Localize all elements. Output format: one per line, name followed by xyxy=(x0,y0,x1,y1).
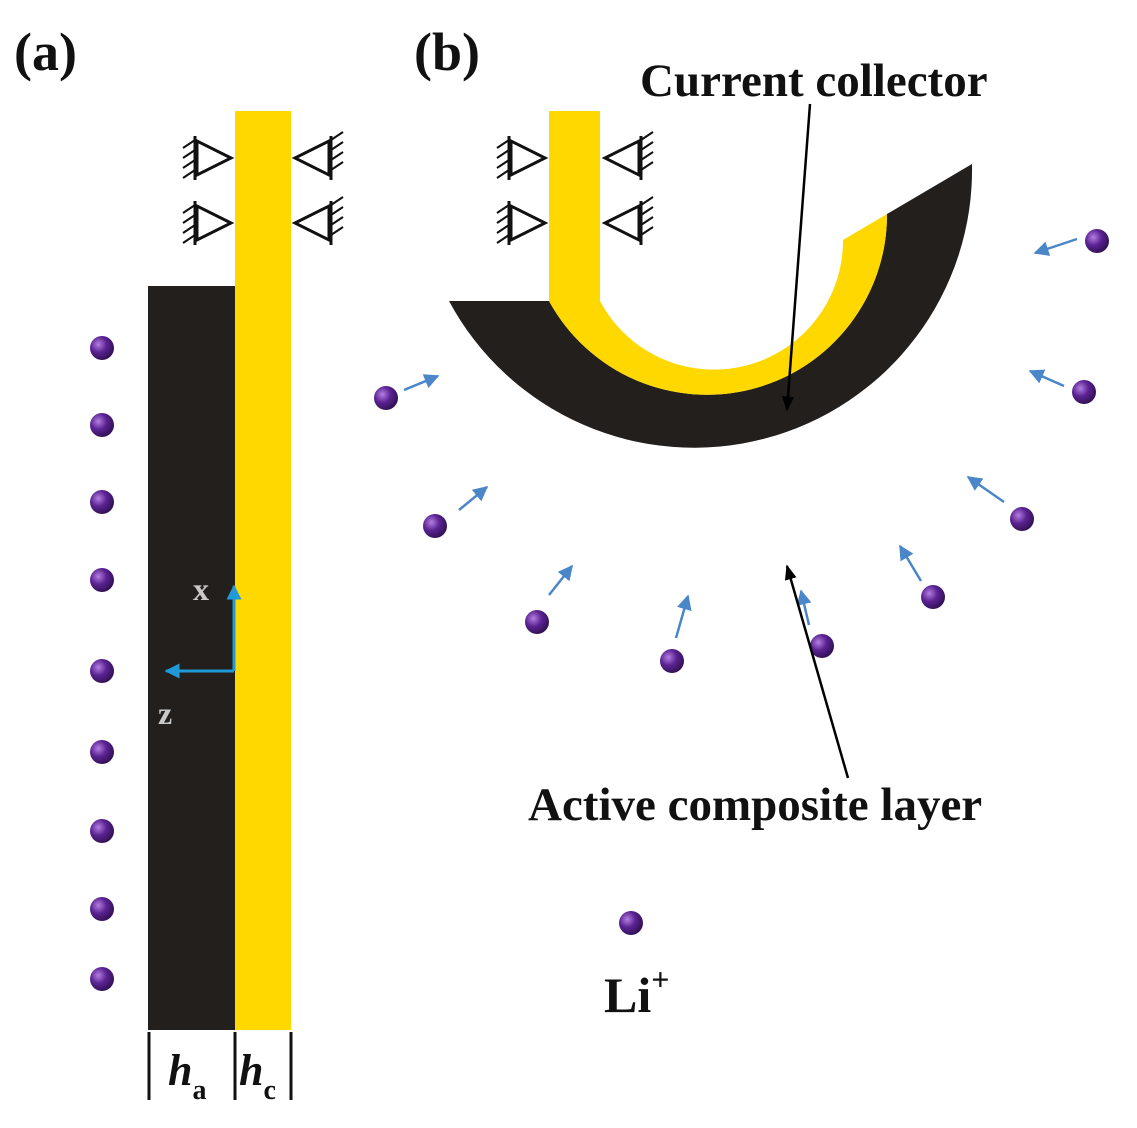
thickness-brackets xyxy=(147,1032,293,1100)
fixed-support-icons-a xyxy=(182,131,344,245)
lithium-ion xyxy=(90,413,114,437)
x-axis-label: x xyxy=(193,571,209,607)
thickness-collector-label: hc xyxy=(239,1046,276,1106)
ion-arrow xyxy=(403,374,440,392)
panel-b-label: (b) xyxy=(414,22,480,82)
lithium-ion xyxy=(90,490,114,514)
coordinate-axes: x z xyxy=(158,571,242,731)
lithium-ion xyxy=(1010,507,1034,531)
lithium-ion xyxy=(810,634,834,658)
lithium-ion xyxy=(90,659,114,683)
legend-lithium-ion-label: Li+ xyxy=(604,961,669,1023)
current-collector-bent xyxy=(549,214,888,395)
ion-arrow xyxy=(458,486,489,511)
current-collector-label: Current collector xyxy=(640,55,988,107)
ion-arrow xyxy=(1033,237,1078,256)
thickness-active-label: ha xyxy=(168,1046,206,1106)
active-layer-pointer xyxy=(784,564,850,779)
lithium-ion xyxy=(1085,229,1109,253)
lithium-ion xyxy=(90,568,114,592)
ion-arrow xyxy=(548,564,573,596)
lithium-ions-b xyxy=(374,229,1109,673)
lithium-ion xyxy=(1072,380,1096,404)
current-collector-tab xyxy=(549,111,600,301)
ion-arrow xyxy=(796,589,812,626)
current-collector-flat xyxy=(235,111,291,1030)
lithium-ion xyxy=(90,819,114,843)
lithium-ion xyxy=(423,514,447,538)
lithium-ion xyxy=(90,336,114,360)
panel-a-label: (a) xyxy=(14,22,77,82)
lithium-ions-a xyxy=(90,336,114,991)
ion-arrow xyxy=(1028,369,1065,388)
panel-a: (a) xyxy=(14,22,344,1106)
fixed-support-icons-b xyxy=(496,131,654,245)
ion-arrow xyxy=(966,475,1005,504)
active-layer-bent xyxy=(449,164,973,448)
lithium-ion xyxy=(525,610,549,634)
ion-arrow xyxy=(674,594,692,639)
active-layer-flat xyxy=(148,286,235,1030)
active-layer-label: Active composite layer xyxy=(528,779,982,831)
lithium-ion xyxy=(660,649,684,673)
lithium-ion xyxy=(90,897,114,921)
current-collector-pointer xyxy=(782,103,812,412)
lithium-ion xyxy=(921,585,945,609)
z-axis-label: z xyxy=(158,695,172,731)
lithium-ion xyxy=(374,386,398,410)
ion-arrow xyxy=(898,544,923,582)
ion-flux-arrows xyxy=(403,237,1078,639)
lithium-ion xyxy=(90,740,114,764)
lithium-ion xyxy=(90,967,114,991)
panel-b: (b) xyxy=(374,22,1109,1023)
legend-lithium-ion-icon xyxy=(619,911,643,935)
